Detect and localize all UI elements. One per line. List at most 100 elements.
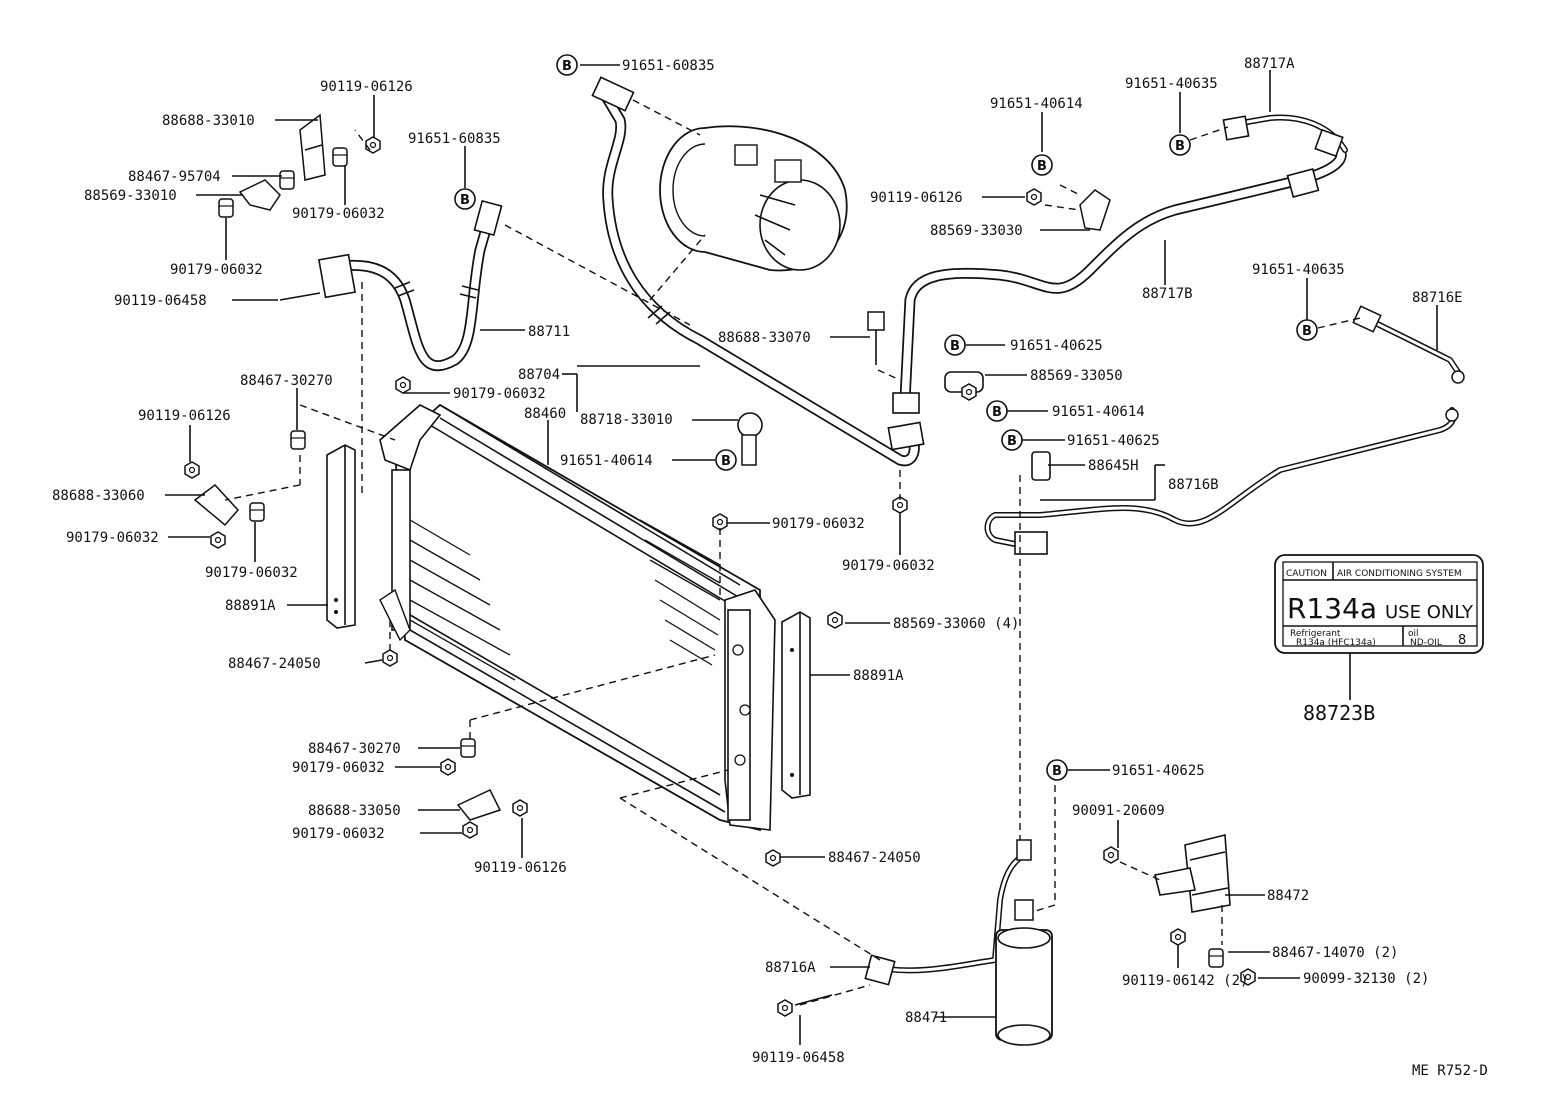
b-marker-3 xyxy=(715,449,737,471)
label-88569-33030: 88569-33030 xyxy=(930,223,1023,239)
label-88891a-left: 88891A xyxy=(225,598,276,614)
label-88716b: 88716B xyxy=(1168,477,1219,493)
label-88569-33050: 88569-33050 xyxy=(1030,368,1123,384)
label-88467-14070: 88467-14070 (2) xyxy=(1272,945,1398,961)
label-88723b: 88723B xyxy=(1303,701,1375,725)
label-90119-06126-bot: 90119-06126 xyxy=(474,860,567,876)
label-88688-33050: 88688-33050 xyxy=(308,803,401,819)
label-88467-24050-left: 88467-24050 xyxy=(228,656,321,672)
label-90119-06126-r: 90119-06126 xyxy=(870,190,963,206)
caution-use-only: USE ONLY xyxy=(1385,602,1474,623)
label-88717b: 88717B xyxy=(1142,286,1193,302)
receiver-drier xyxy=(995,839,1053,1046)
label-91651-40635-b: 91651-40635 xyxy=(1252,262,1345,278)
bracket-88688-33010 xyxy=(299,113,326,181)
label-88467-30270-top: 88467-30270 xyxy=(240,373,333,389)
label-88472: 88472 xyxy=(1267,888,1309,904)
label-90179-06032-i: 90179-06032 xyxy=(292,826,385,842)
label-90179-06032-c: 90179-06032 xyxy=(453,386,546,402)
b-marker-7 xyxy=(944,334,966,356)
label-88716e: 88716E xyxy=(1412,290,1463,306)
label-91651-40614-r: 91651-40614 xyxy=(1052,404,1145,420)
b-marker-5 xyxy=(1169,134,1191,156)
label-88688-33060: 88688-33060 xyxy=(52,488,145,504)
tube-88716a xyxy=(864,852,1028,986)
bracket-88688-33070 xyxy=(867,311,885,365)
pipe-88717 xyxy=(892,114,1348,414)
caution-oil-type: ND-OIL xyxy=(1410,638,1442,648)
b-marker-10 xyxy=(1046,759,1068,781)
bracket-88688-33050 xyxy=(456,789,502,821)
caution-system: AIR CONDITIONING SYSTEM xyxy=(1337,569,1462,579)
label-91651-60835-left: 91651-60835 xyxy=(408,131,501,147)
compressor xyxy=(659,125,848,272)
label-88717a: 88717A xyxy=(1244,56,1295,72)
label-91651-40625-b: 91651-40625 xyxy=(1067,433,1160,449)
label-90179-06032-g: 90179-06032 xyxy=(842,558,935,574)
label-91651-40614-top: 91651-40614 xyxy=(990,96,1083,112)
part-labels: 91651-60835 91651-60835 90119-06126 8868… xyxy=(52,56,1488,1079)
label-88711: 88711 xyxy=(528,324,570,340)
label-90119-06126-l: 90119-06126 xyxy=(138,408,231,424)
discharge-hose-88711 xyxy=(318,199,503,372)
caution-main: R134a xyxy=(1287,592,1377,625)
label-91651-40635-a: 91651-40635 xyxy=(1125,76,1218,92)
label-88645h: 88645H xyxy=(1088,458,1139,474)
clamp-88718-33010 xyxy=(737,412,763,466)
tube-88716e xyxy=(1352,305,1465,384)
label-90179-06032-f: 90179-06032 xyxy=(772,516,865,532)
diagram-id: ME R752-D xyxy=(1412,1063,1488,1079)
label-90119-06126-tl: 90119-06126 xyxy=(320,79,413,95)
b-marker-8 xyxy=(986,400,1008,422)
label-91651-40614-mid: 91651-40614 xyxy=(560,453,653,469)
label-88569-33060: 88569-33060 (4) xyxy=(893,616,1019,632)
caution-oil-number: 8 xyxy=(1458,633,1466,648)
b-marker-2 xyxy=(454,188,476,210)
bracket-88688-33060 xyxy=(193,483,240,527)
label-90119-06458-bot: 90119-06458 xyxy=(752,1050,845,1066)
condenser-fins xyxy=(409,519,721,681)
label-88460: 88460 xyxy=(524,406,566,422)
label-88569-33010: 88569-33010 xyxy=(84,188,177,204)
label-90119-06142: 90119-06142 (2) xyxy=(1122,973,1248,989)
assembly-lines xyxy=(224,99,1361,1006)
b-marker-1 xyxy=(556,54,578,76)
label-91651-60835-top: 91651-60835 xyxy=(622,58,715,74)
caution-refrigerant-type: R134a (HFC134a) xyxy=(1296,638,1376,648)
label-90179-06032-h: 90179-06032 xyxy=(292,760,385,776)
caution-label: CAUTION AIR CONDITIONING SYSTEM R134a US… xyxy=(1274,554,1484,654)
label-88891a-right: 88891A xyxy=(853,668,904,684)
drier-bracket xyxy=(1154,833,1231,913)
label-90119-06458-top: 90119-06458 xyxy=(114,293,207,309)
label-90179-06032-d: 90179-06032 xyxy=(66,530,159,546)
label-91651-40625-a: 91651-40625 xyxy=(1010,338,1103,354)
label-90099-32130: 90099-32130 (2) xyxy=(1303,971,1429,987)
label-88471: 88471 xyxy=(905,1010,947,1026)
b-marker-4 xyxy=(1031,154,1053,176)
label-88467-30270-bot: 88467-30270 xyxy=(308,741,401,757)
label-90179-06032-e: 90179-06032 xyxy=(205,565,298,581)
label-88688-33070: 88688-33070 xyxy=(718,330,811,346)
caution-refrigerant: Refrigerant xyxy=(1290,629,1341,639)
tube-88716b xyxy=(984,407,1459,555)
clamp-88569-33010 xyxy=(238,179,281,211)
label-88718-33010: 88718-33010 xyxy=(580,412,673,428)
label-88704: 88704 xyxy=(518,367,560,383)
clamp-88569-33030 xyxy=(1079,189,1111,231)
fasteners xyxy=(184,136,1256,1017)
label-88467-24050-bot: 88467-24050 xyxy=(828,850,921,866)
b-marker-6 xyxy=(1296,319,1318,341)
condenser-core xyxy=(379,403,776,832)
label-90179-06032-a: 90179-06032 xyxy=(292,206,385,222)
suction-hose-88704 xyxy=(591,76,925,467)
label-88688-33010: 88688-33010 xyxy=(162,113,255,129)
label-90179-06032-b: 90179-06032 xyxy=(170,262,263,278)
leader-lines xyxy=(165,64,1438,1045)
label-88467-95704: 88467-95704 xyxy=(128,169,221,185)
label-91651-40625-c: 91651-40625 xyxy=(1112,763,1205,779)
pressure-switch-88645h xyxy=(1031,451,1051,481)
label-88716a: 88716A xyxy=(765,960,816,976)
side-bracket-left xyxy=(326,444,356,629)
caution-oil: oil xyxy=(1408,629,1419,639)
